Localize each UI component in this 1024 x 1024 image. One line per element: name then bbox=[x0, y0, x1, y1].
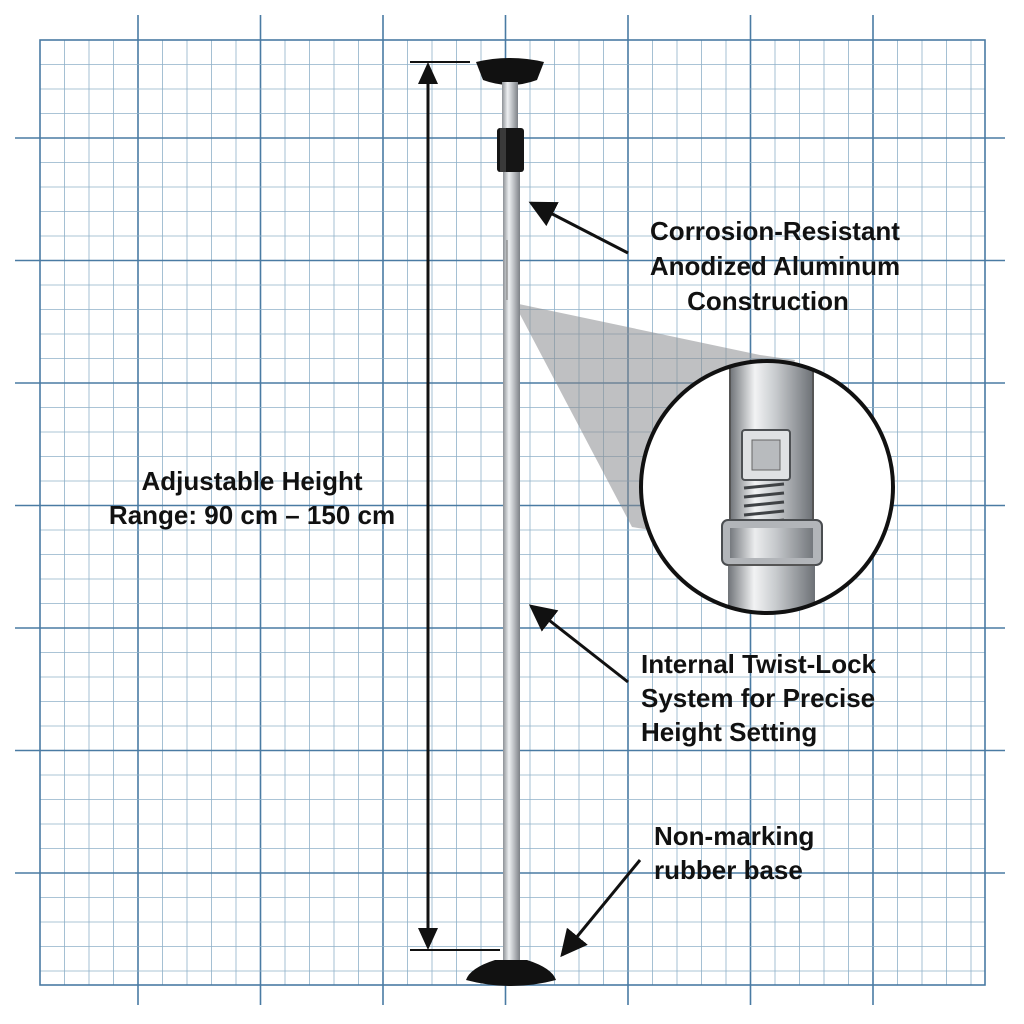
height-dimension bbox=[410, 61, 500, 951]
base-arrow bbox=[560, 859, 642, 958]
height-label-line1: Adjustable Height bbox=[141, 466, 362, 496]
twist-lock-zoom-detail bbox=[639, 359, 895, 615]
height-label-line2: Range: 90 cm – 150 cm bbox=[109, 500, 395, 530]
material-label-line1: Corrosion-Resistant bbox=[650, 216, 900, 246]
base-label-line2: rubber base bbox=[654, 855, 803, 885]
lock-label-line3: Height Setting bbox=[641, 717, 817, 747]
bottom-rubber-base bbox=[466, 960, 556, 986]
top-rubber-cap bbox=[476, 58, 544, 85]
lock-label-line1: Internal Twist-Lock bbox=[641, 649, 877, 679]
material-label-line3: Construction bbox=[687, 286, 849, 316]
lock-arrow bbox=[528, 604, 629, 684]
pole-tube bbox=[503, 172, 520, 962]
lock-label-line2: System for Precise bbox=[641, 683, 875, 713]
base-label-line1: Non-marking bbox=[654, 821, 814, 851]
support-pole bbox=[466, 58, 556, 986]
material-arrow bbox=[528, 201, 629, 255]
material-label-line2: Anodized Aluminum bbox=[650, 251, 900, 281]
